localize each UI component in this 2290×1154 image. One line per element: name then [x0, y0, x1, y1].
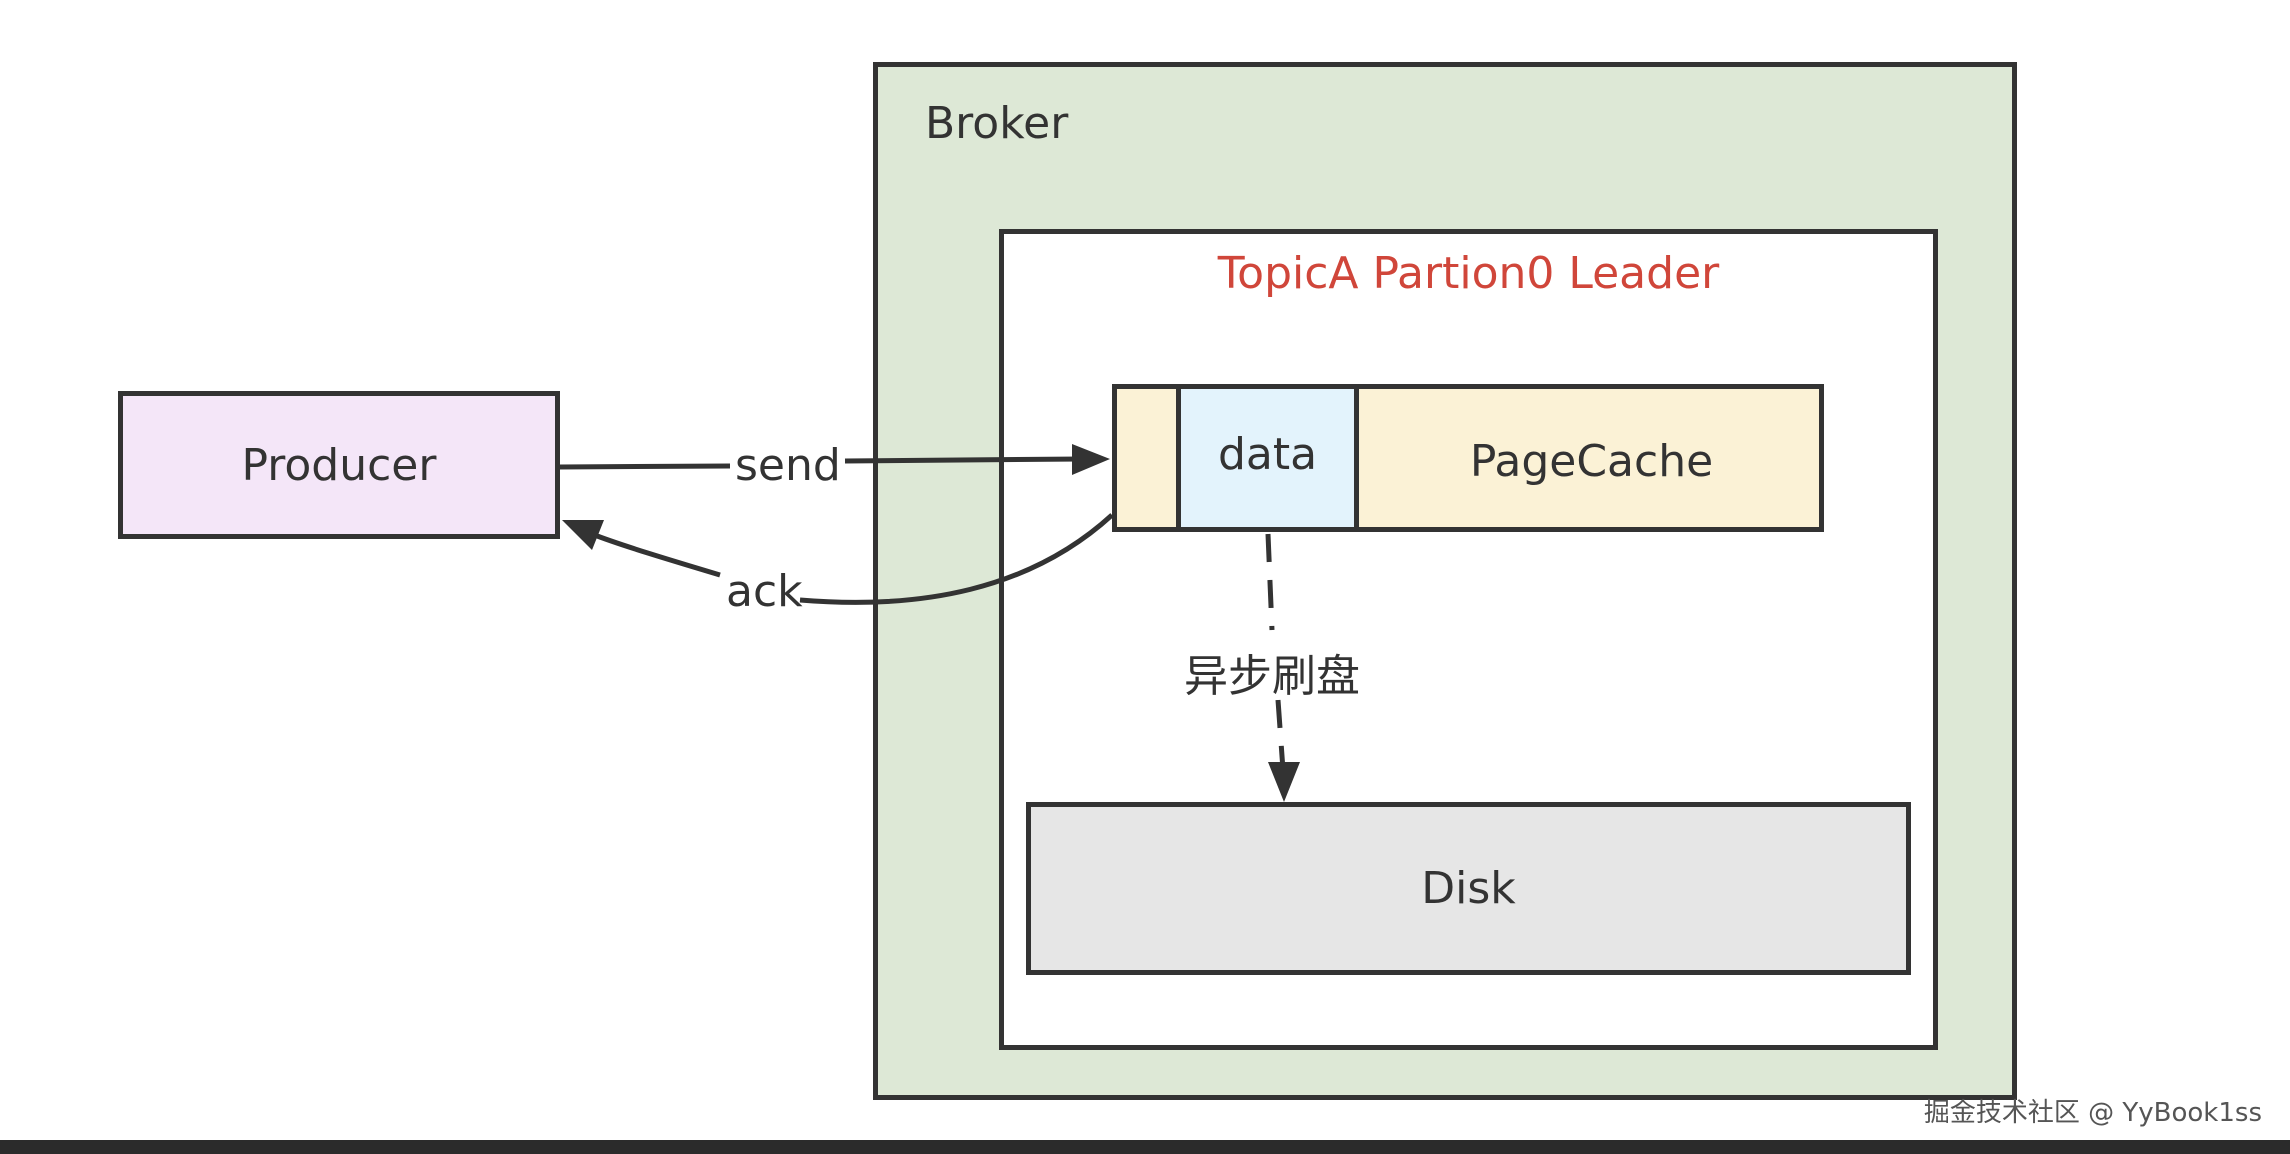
send-label: send — [735, 440, 841, 491]
pagecache-label: PageCache — [1469, 436, 1714, 487]
ack-arrowhead — [562, 520, 604, 550]
send-edge — [559, 463, 731, 470]
disk-label: Disk — [1421, 863, 1516, 914]
flush-arrowhead — [1268, 762, 1300, 802]
ack-edge — [799, 513, 1114, 605]
bottom-bar — [0, 1140, 2290, 1154]
ack-label: ack — [726, 566, 803, 617]
ack-edge-tail — [591, 531, 721, 578]
send-edge-arrow — [844, 456, 1083, 464]
producer-node: Producer — [118, 391, 560, 539]
flush-edge-bottom — [1275, 699, 1286, 771]
watermark-text: 掘金技术社区 @ YyBook1ss — [1923, 1098, 2262, 1128]
flush-label: 异步刷盘 — [1184, 651, 1360, 702]
data-label: data — [1217, 428, 1318, 480]
producer-label: Producer — [241, 439, 437, 491]
broker-label: Broker — [925, 98, 1069, 149]
disk-node: Disk — [1026, 802, 1911, 975]
data-cell: data — [1176, 384, 1359, 532]
send-arrowhead — [1072, 444, 1110, 475]
partition-leader-title: TopicA Partion0 Leader — [1217, 248, 1720, 299]
flush-edge-top — [1265, 533, 1275, 631]
